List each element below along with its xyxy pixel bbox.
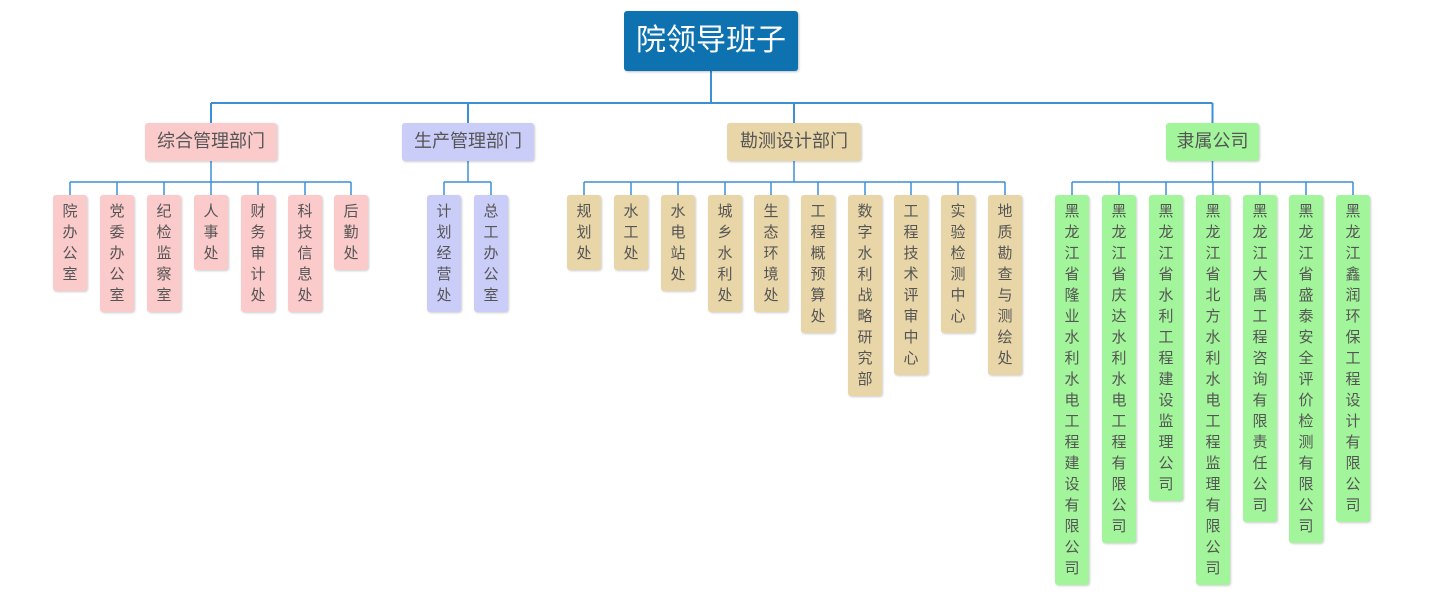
unit-node-urban-rural-water[interactable]: 城乡水利处 <box>708 195 742 312</box>
unit-node-longye-company[interactable]: 黑龙江省隆业水利水电工程建设有限公司 <box>1055 195 1089 585</box>
unit-node-tech-review[interactable]: 工程技术评审中心 <box>894 195 928 375</box>
unit-node-tech-info[interactable]: 科技信息处 <box>288 195 322 312</box>
unit-node-discipline-office[interactable]: 纪检监察室 <box>147 195 181 312</box>
unit-node-budget[interactable]: 工程概预算处 <box>801 195 835 333</box>
dept-node-survey-design[interactable]: 勘测设计部门 <box>727 123 861 161</box>
unit-node-admin-office[interactable]: 院办公室 <box>53 195 87 291</box>
unit-node-chief-engineer-office[interactable]: 总工办公室 <box>474 195 508 312</box>
unit-node-logistics[interactable]: 后勤处 <box>334 195 368 270</box>
unit-node-dayu-company[interactable]: 黑龙江大禹工程咨询有限责任公司 <box>1243 195 1277 522</box>
unit-node-digital-water[interactable]: 数字水利战略研究部 <box>848 195 882 396</box>
unit-node-hydropower[interactable]: 水电站处 <box>661 195 695 291</box>
unit-node-planning-operations[interactable]: 计划经营处 <box>427 195 461 312</box>
unit-node-lab-testing[interactable]: 实验检测中心 <box>941 195 975 333</box>
dept-node-production-management[interactable]: 生产管理部门 <box>402 123 534 161</box>
unit-node-hydraulic[interactable]: 水工处 <box>614 195 648 270</box>
unit-node-shengtai-company[interactable]: 黑龙江省盛泰安全评价检测有限公司 <box>1289 195 1323 543</box>
unit-node-geology-survey[interactable]: 地质勘查与测绘处 <box>988 195 1022 375</box>
dept-node-subsidiaries[interactable]: 隶属公司 <box>1166 123 1259 161</box>
unit-node-planning[interactable]: 规划处 <box>567 195 601 270</box>
unit-node-qingda-company[interactable]: 黑龙江省庆达水利水电工程有限公司 <box>1102 195 1136 543</box>
dept-node-general-management[interactable]: 综合管理部门 <box>145 123 277 161</box>
unit-node-beifang-company[interactable]: 黑龙江省北方水利水电工程监理有限公司 <box>1196 195 1230 585</box>
unit-node-personnel[interactable]: 人事处 <box>194 195 228 270</box>
unit-node-party-office[interactable]: 党委办公室 <box>100 195 134 312</box>
root-node-leadership[interactable]: 院领导班子 <box>624 11 798 71</box>
unit-node-finance-audit[interactable]: 财务审计处 <box>241 195 275 312</box>
unit-node-ecology[interactable]: 生态环境处 <box>754 195 788 312</box>
unit-node-supervision-company[interactable]: 黑龙江省水利工程建设监理公司 <box>1149 195 1183 501</box>
unit-node-xinrun-company[interactable]: 黑龙江鑫润环保工程设计有限公司 <box>1336 195 1370 522</box>
